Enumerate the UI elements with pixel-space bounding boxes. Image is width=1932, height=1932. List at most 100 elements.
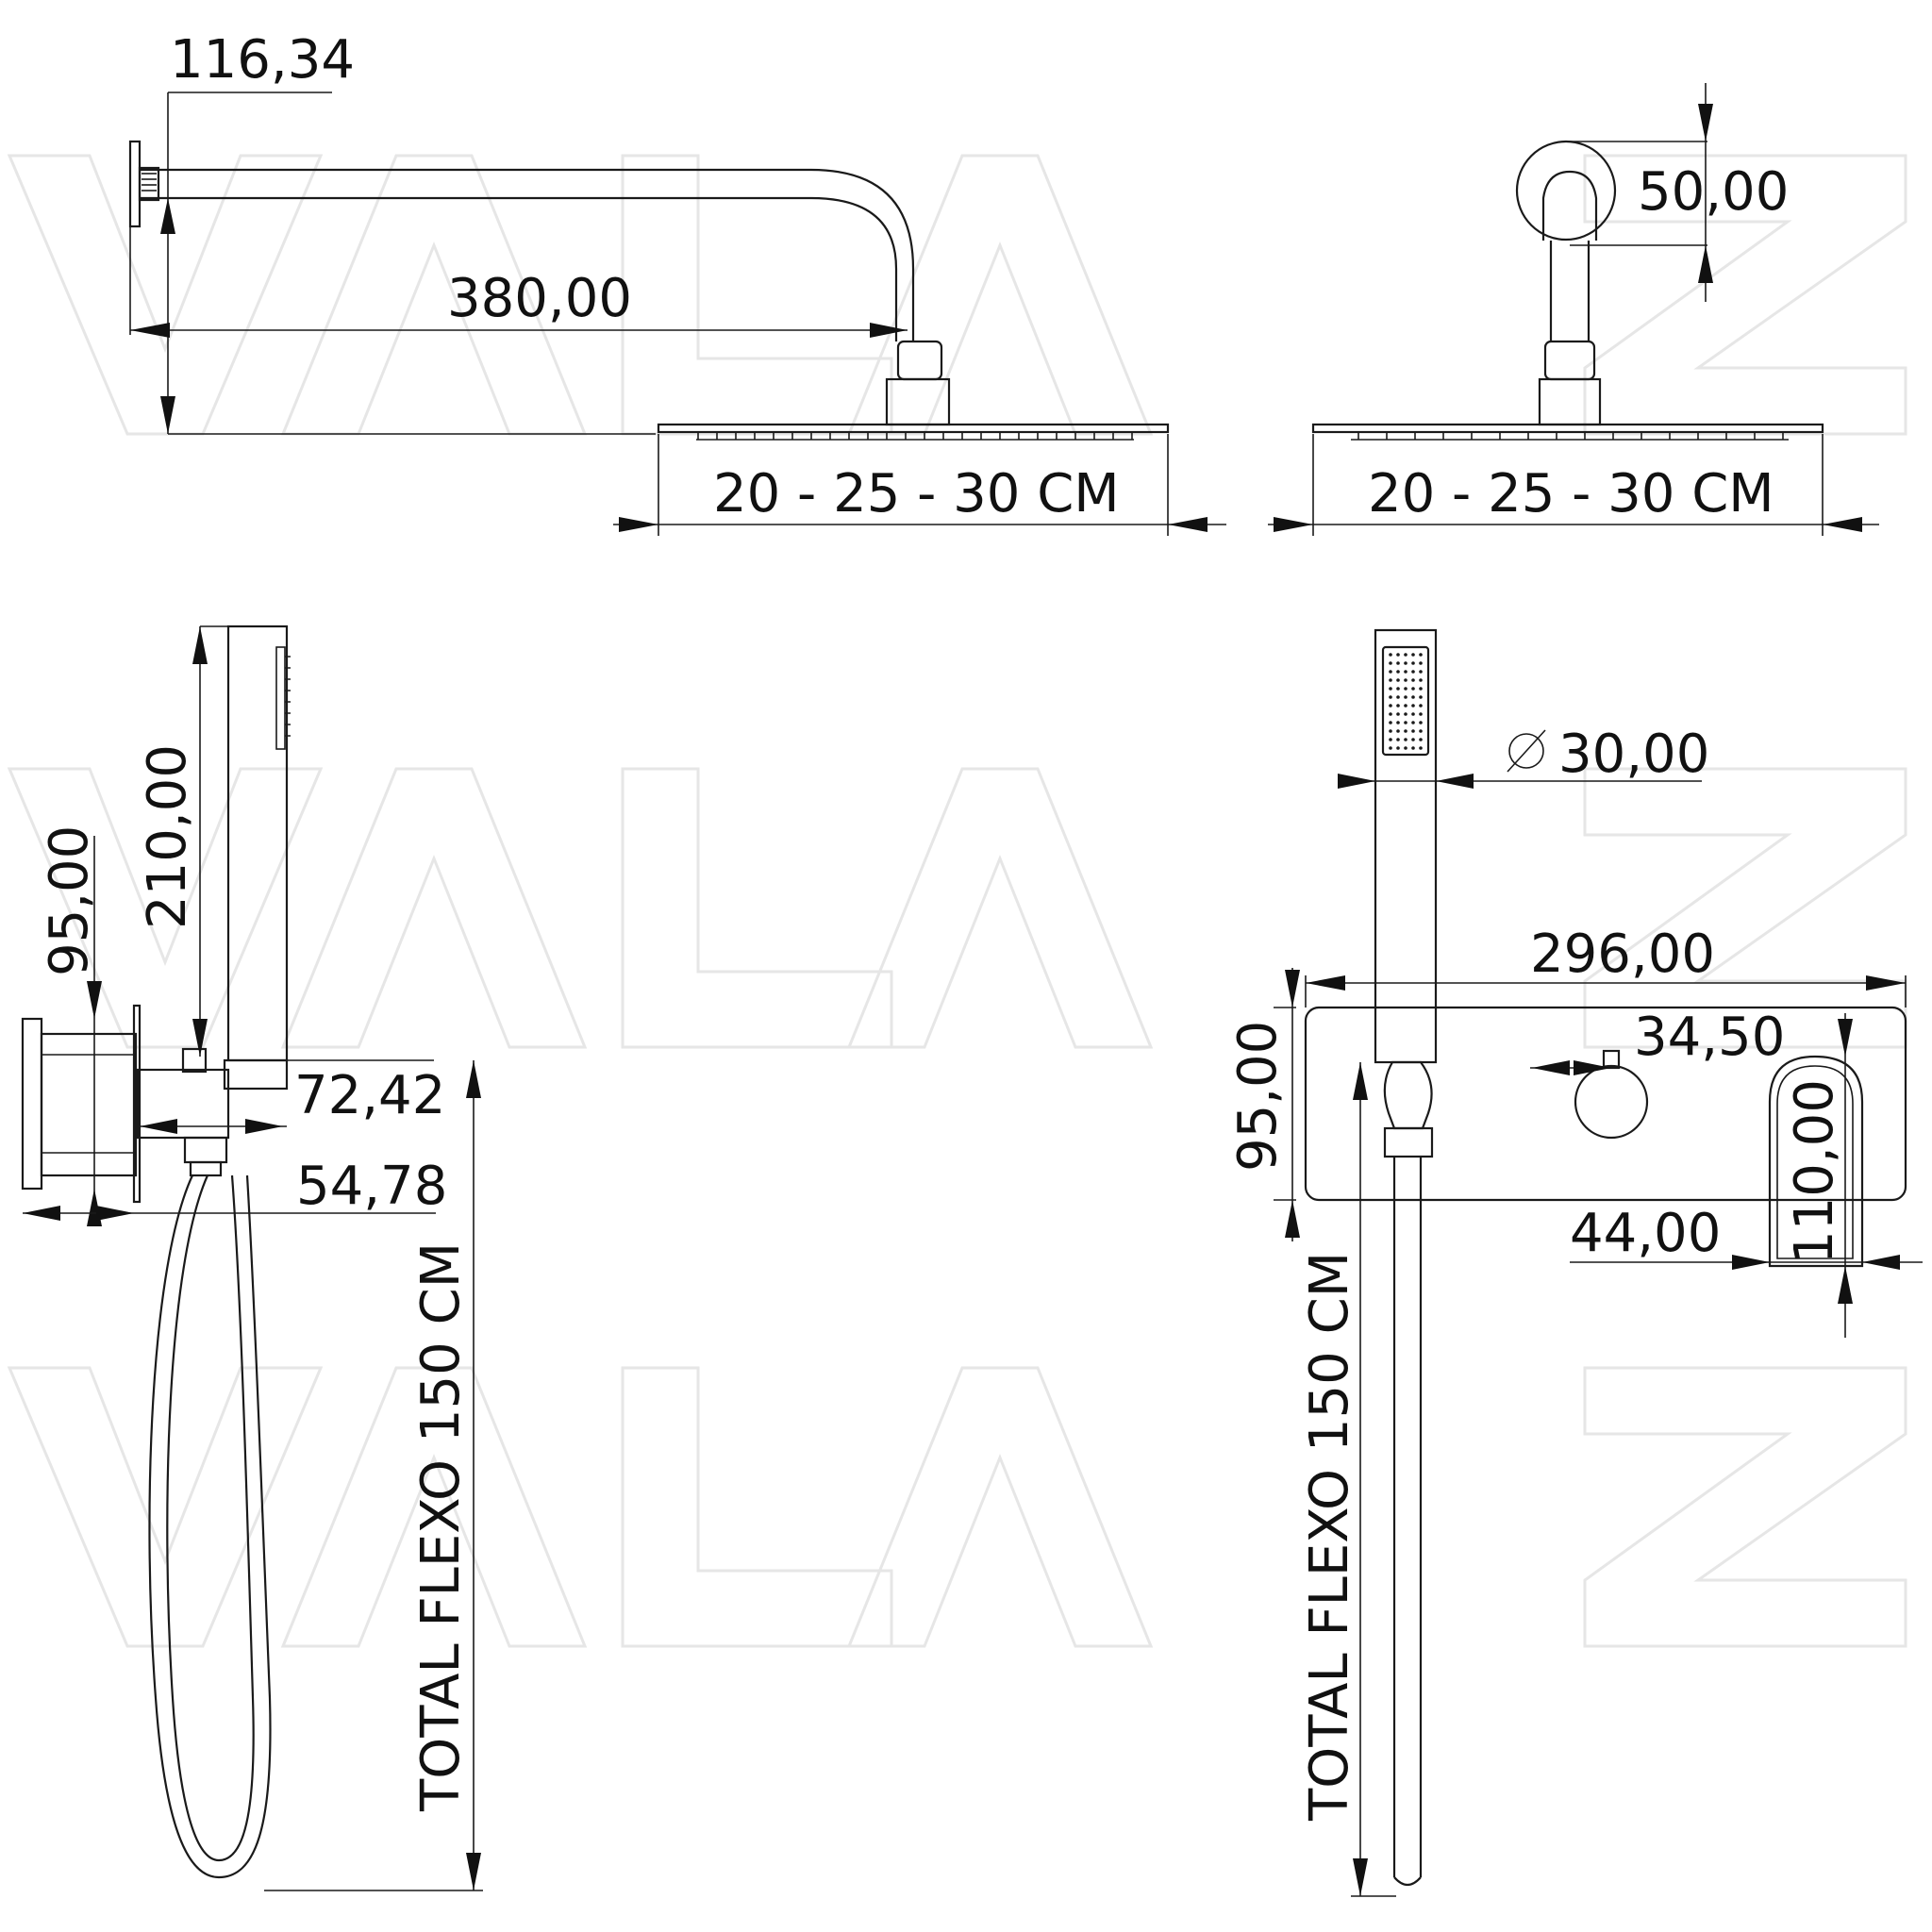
shower-arm-top bbox=[140, 168, 915, 341]
watermark-logo bbox=[8, 154, 1907, 1648]
spray-nozzle bbox=[1404, 729, 1407, 733]
spray-nozzle bbox=[1419, 695, 1423, 699]
spray-nozzle bbox=[1389, 661, 1392, 665]
spray-nozzle bbox=[1419, 678, 1423, 682]
hose-connector-front bbox=[1383, 1126, 1434, 1158]
spray-nozzle bbox=[1389, 670, 1392, 674]
shower-head-plate bbox=[657, 423, 1170, 434]
handset-holder bbox=[223, 1058, 289, 1091]
dim-valve-height-left: 95,00 bbox=[39, 825, 100, 976]
spray-nozzle bbox=[1396, 661, 1400, 665]
threaded-connector bbox=[138, 166, 160, 202]
dim-head-width-side: 20 - 25 - 30 CM bbox=[713, 463, 1120, 525]
view-handset-side: 210,00 95,00 72,42 54,78 TOTAL FLEXO 150… bbox=[21, 625, 483, 1891]
dim-plate-height-right: 95,00 bbox=[1227, 1021, 1289, 1172]
spray-nozzle bbox=[1419, 661, 1423, 665]
spray-nozzle bbox=[1404, 695, 1407, 699]
dim-handle-height: 110,00 bbox=[1784, 1079, 1845, 1264]
spray-nozzle bbox=[1396, 738, 1400, 741]
spray-nozzle bbox=[1396, 670, 1400, 674]
spray-nozzle bbox=[1404, 653, 1407, 657]
diverter-handle bbox=[1768, 1055, 1864, 1268]
flexible-hose bbox=[148, 1174, 272, 1879]
spray-nozzle bbox=[1411, 678, 1415, 682]
spray-nozzle bbox=[1404, 704, 1407, 708]
flexible-hose-front bbox=[1393, 1876, 1422, 1887]
dim-handle-width: 44,00 bbox=[1570, 1203, 1721, 1264]
valve-cap bbox=[21, 1017, 43, 1191]
spray-nozzle bbox=[1411, 670, 1415, 674]
diameter-icon bbox=[1507, 729, 1546, 773]
mixer-plate bbox=[1304, 1006, 1907, 1202]
view-arm-front: 50,00 20 - 25 - 30 CM bbox=[1268, 83, 1879, 536]
valve-body bbox=[40, 1032, 138, 1177]
spray-nozzle bbox=[1396, 695, 1400, 699]
dim-handset-length: 210,00 bbox=[137, 744, 198, 929]
valve-wall-plate bbox=[132, 1004, 142, 1204]
dim-hose-total-left: TOTAL FLEXO 150 CM bbox=[410, 1242, 472, 1812]
dim-outlet-offset: 72,42 bbox=[294, 1065, 445, 1126]
spray-nozzle bbox=[1396, 721, 1400, 724]
spray-nozzle bbox=[1404, 678, 1407, 682]
spray-nozzle bbox=[1389, 695, 1392, 699]
spray-nozzle bbox=[1396, 712, 1400, 716]
spray-nozzle bbox=[1411, 721, 1415, 724]
spray-nozzle bbox=[1411, 653, 1415, 657]
dim-arm-drop: 50,00 bbox=[1638, 161, 1789, 223]
spray-nozzle bbox=[1396, 704, 1400, 708]
spray-nozzle bbox=[1419, 653, 1423, 657]
hose-outlet-front bbox=[1383, 1060, 1433, 1130]
spray-nozzle bbox=[1404, 687, 1407, 691]
spray-nozzle bbox=[1411, 729, 1415, 733]
dim-plate-width: 296,00 bbox=[1530, 924, 1715, 985]
spray-nozzle bbox=[1389, 687, 1392, 691]
view-plate-front: 30,00 296,00 34,50 95,00 110,00 44,00 bbox=[1227, 628, 1923, 1897]
spray-nozzle bbox=[1419, 704, 1423, 708]
spray-nozzle bbox=[1411, 738, 1415, 741]
thermostat-knob bbox=[1574, 1064, 1649, 1140]
spray-nozzle bbox=[1419, 729, 1423, 733]
spray-nozzle bbox=[1419, 687, 1423, 691]
spray-nozzle bbox=[1419, 738, 1423, 741]
spray-nozzle bbox=[1419, 670, 1423, 674]
spray-nozzle bbox=[1411, 687, 1415, 691]
spray-nozzle bbox=[1396, 678, 1400, 682]
spray-nozzle bbox=[1411, 661, 1415, 665]
spray-nozzle bbox=[1396, 687, 1400, 691]
spray-nozzle bbox=[1419, 712, 1423, 716]
spray-nozzle bbox=[1404, 738, 1407, 741]
head-neck bbox=[885, 377, 951, 426]
dim-hose-total-right: TOTAL FLEXO 150 CM bbox=[1299, 1252, 1360, 1822]
arm-connector-front bbox=[1543, 340, 1596, 381]
spray-nozzle bbox=[1411, 712, 1415, 716]
spray-nozzle bbox=[1404, 661, 1407, 665]
watermark-row-2 bbox=[8, 767, 1907, 1049]
spray-nozzle bbox=[1411, 746, 1415, 750]
spray-nozzle bbox=[1396, 746, 1400, 750]
spray-nozzle bbox=[1411, 704, 1415, 708]
spray-nozzle bbox=[1389, 746, 1392, 750]
spray-nozzle bbox=[1396, 729, 1400, 733]
hose-connector bbox=[183, 1136, 228, 1164]
spray-nozzle bbox=[1411, 695, 1415, 699]
spray-nozzle bbox=[1389, 729, 1392, 733]
dim-handset-diameter: 30,00 bbox=[1558, 724, 1709, 785]
arm-connector bbox=[896, 340, 943, 381]
spray-nozzle bbox=[1389, 738, 1392, 741]
spray-nozzle bbox=[1419, 721, 1423, 724]
handset-front-body bbox=[1374, 628, 1438, 1064]
wall-flange bbox=[128, 140, 142, 228]
spray-nozzle bbox=[1404, 746, 1407, 750]
wall-rosette bbox=[1515, 140, 1617, 242]
spray-face bbox=[1381, 645, 1430, 757]
dim-arm-flange: 116,34 bbox=[170, 29, 355, 91]
spray-nozzle bbox=[1404, 721, 1407, 724]
spray-nozzle bbox=[1389, 704, 1392, 708]
spray-nozzle bbox=[1389, 678, 1392, 682]
dim-knob-offset: 34,50 bbox=[1634, 1007, 1785, 1068]
spray-nozzle bbox=[1389, 712, 1392, 716]
shower-head-plate-front bbox=[1311, 423, 1824, 434]
spray-nozzle bbox=[1419, 746, 1423, 750]
